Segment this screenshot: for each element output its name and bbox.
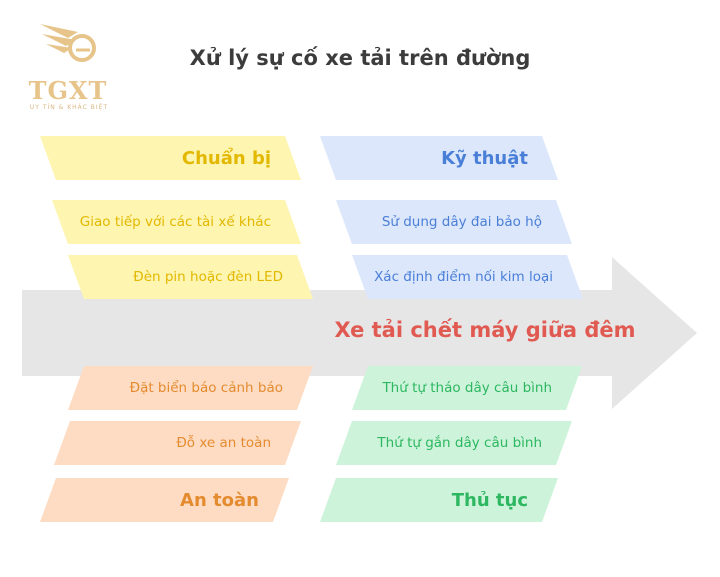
branch-safety-item: Đỗ xe an toàn — [53, 421, 302, 465]
branch-safety-item-label: Đỗ xe an toàn — [176, 435, 271, 451]
branch-prep-item-label: Đèn pin hoặc đèn LED — [133, 269, 283, 285]
branch-tech-item-label: Sử dụng dây đai bảo hộ — [381, 214, 542, 230]
branch-safety-item-label: Đặt biển báo cảnh báo — [129, 380, 283, 396]
logo-name: TGXT — [28, 76, 108, 105]
branch-prep-heading: Chuẩn bị — [39, 136, 302, 180]
branch-safety-heading-label: An toàn — [180, 489, 259, 511]
branch-safety-heading: An toàn — [39, 478, 290, 522]
branch-prep-item-label: Giao tiếp với các tài xế khác — [79, 214, 271, 230]
wing-emblem-icon — [40, 24, 96, 62]
branch-prep-item: Đèn pin hoặc đèn LED — [67, 255, 314, 299]
branch-procedure-item: Thứ tự gắn dây câu bình — [335, 421, 573, 465]
branch-procedure-item-label: Thứ tự gắn dây câu bình — [377, 435, 542, 451]
branch-tech-heading: Kỹ thuật — [319, 136, 559, 180]
branch-procedure-heading: Thủ tục — [319, 478, 559, 522]
branch-procedure-heading-label: Thủ tục — [451, 489, 528, 511]
page-title: Xử lý sự cố xe tải trên đường — [189, 46, 531, 70]
branch-tech-heading-label: Kỹ thuật — [441, 147, 528, 169]
branch-procedure-item-label: Thứ tự tháo dây câu bình — [382, 380, 552, 396]
problem-label: Xe tải chết máy giữa đêm — [334, 318, 636, 342]
branch-procedure-item: Thứ tự tháo dây câu bình — [351, 366, 583, 410]
branch-prep-item: Giao tiếp với các tài xế khác — [51, 200, 302, 244]
branch-tech-item: Sử dụng dây đai bảo hộ — [335, 200, 573, 244]
tgxt-logo: TGXT UY TÍN & KHÁC BIỆT — [10, 18, 120, 118]
branch-tech-item-label: Xác định điểm nối kim loại — [374, 269, 553, 285]
logo-tagline: UY TÍN & KHÁC BIỆT — [29, 104, 109, 111]
branch-tech-item: Xác định điểm nối kim loại — [351, 255, 584, 299]
branch-prep-heading-label: Chuẩn bị — [181, 147, 271, 169]
branch-safety-item: Đặt biển báo cảnh báo — [67, 366, 314, 410]
